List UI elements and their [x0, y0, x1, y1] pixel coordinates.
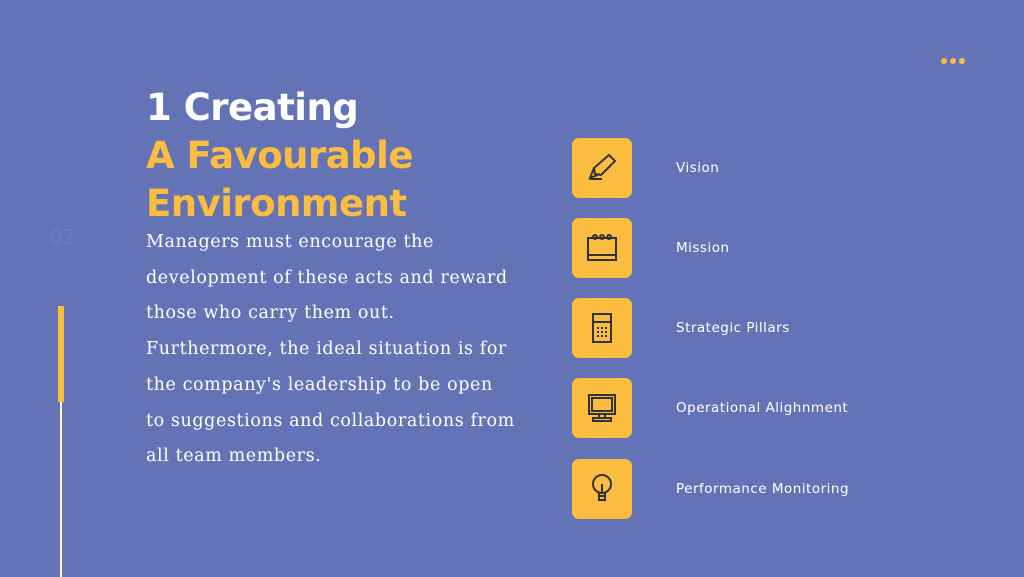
accent-bar: [58, 306, 64, 402]
divider-line: [60, 402, 62, 577]
title-line-3: Environment: [146, 182, 407, 225]
slide-number: 02: [50, 225, 76, 249]
calculator-icon: [572, 298, 632, 358]
item-performance-monitoring[interactable]: Performance Monitoring: [572, 459, 972, 519]
title-line-1: 1 Creating: [146, 86, 359, 129]
item-operational-alignment[interactable]: Operational Alighnment: [572, 378, 972, 438]
item-label: Operational Alighnment: [676, 400, 849, 416]
item-label: Mission: [676, 240, 730, 256]
body-text: Managers must encourage the development …: [146, 232, 515, 467]
monitor-icon: [572, 378, 632, 438]
notepad-icon: [572, 218, 632, 278]
lightbulb-icon: [572, 459, 632, 519]
item-label: Strategic Pillars: [676, 320, 790, 336]
pen-icon: [572, 138, 632, 198]
slide-title: 1 Creating A Favourable Environment: [146, 84, 413, 228]
item-vision[interactable]: Vision: [572, 138, 972, 198]
item-label: Performance Monitoring: [676, 481, 850, 497]
title-line-2: A Favourable: [146, 134, 413, 177]
more-dots-icon[interactable]: [941, 58, 965, 64]
item-strategic-pillars[interactable]: Strategic Pillars: [572, 298, 972, 358]
item-mission[interactable]: Mission: [572, 218, 972, 278]
item-label: Vision: [676, 160, 720, 176]
